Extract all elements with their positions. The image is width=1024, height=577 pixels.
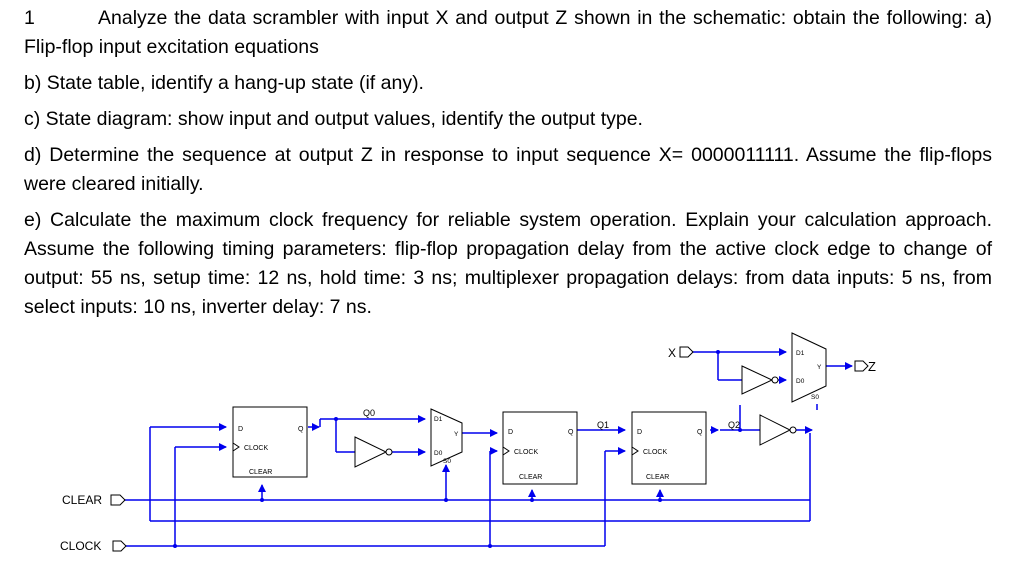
- inverter-2: [741, 365, 779, 395]
- scrambler-schematic: D Q CLOCK CLEAR D Q CLOCK CLEAR D Q CLOC…: [60, 332, 876, 553]
- x-input-port: X: [668, 346, 694, 360]
- junction-dots: [173, 350, 742, 548]
- flip-flop-1: D Q CLOCK CLEAR: [502, 411, 578, 485]
- ff2-d-label: D: [637, 429, 642, 436]
- wires: [124, 348, 853, 547]
- mux2-d0-label: D0: [796, 378, 805, 385]
- ff1-clear-label: CLEAR: [519, 474, 542, 481]
- ff1-q-label: Q: [568, 429, 574, 436]
- q1-signal-label: Q1: [597, 420, 609, 430]
- ff2-clear-label: CLEAR: [646, 474, 669, 481]
- z-output-label: Z: [868, 359, 876, 374]
- inverter-3: [759, 414, 797, 446]
- ff0-d-label: D: [238, 426, 243, 433]
- mux1-y-label: Y: [454, 431, 459, 438]
- question-number: 1: [24, 7, 35, 29]
- question-part-c: c) State diagram: show input and output …: [24, 108, 643, 130]
- q2-signal-label: Q2: [728, 420, 740, 430]
- flip-flop-2: D Q CLOCK CLEAR: [631, 411, 707, 485]
- ff2-q-label: Q: [697, 429, 703, 436]
- ff2-clock-label: CLOCK: [643, 449, 667, 456]
- clear-input-port: CLEAR: [62, 493, 126, 507]
- ff0-q-label: Q: [298, 426, 304, 433]
- multiplexer-1: D1 D0 Y S0: [430, 408, 463, 467]
- mux2-s0-label: S0: [811, 394, 819, 401]
- mux1-s0-label: S0: [443, 458, 451, 465]
- mux2-d1-label: D1: [796, 350, 805, 357]
- ff1-clock-label: CLOCK: [514, 449, 538, 456]
- q0-signal-label: Q0: [363, 408, 375, 418]
- mux1-d1-label: D1: [434, 416, 443, 423]
- question-part-e: e) Calculate the maximum clock frequency…: [24, 209, 992, 318]
- question-intro-text: Analyze the data scrambler with input X …: [24, 7, 992, 58]
- mux2-y-label: Y: [817, 364, 822, 371]
- x-input-label: X: [668, 346, 676, 360]
- ff1-d-label: D: [508, 429, 513, 436]
- z-output-port: Z: [854, 359, 876, 374]
- ff0-clear-label: CLEAR: [249, 469, 272, 476]
- question-part-b: b) State table, identify a hang-up state…: [24, 72, 424, 94]
- question-part-d: d) Determine the sequence at output Z in…: [24, 144, 992, 195]
- clock-input-label: CLOCK: [60, 539, 101, 553]
- inverter-1: [354, 436, 393, 468]
- ff0-clock-label: CLOCK: [244, 445, 268, 452]
- clock-input-port: CLOCK: [60, 539, 127, 553]
- clear-input-label: CLEAR: [62, 493, 102, 507]
- multiplexer-2: D1 D0 Y S0: [791, 332, 827, 403]
- mux1-d0-label: D0: [434, 450, 443, 457]
- flip-flop-0: D Q CLOCK CLEAR: [232, 406, 308, 478]
